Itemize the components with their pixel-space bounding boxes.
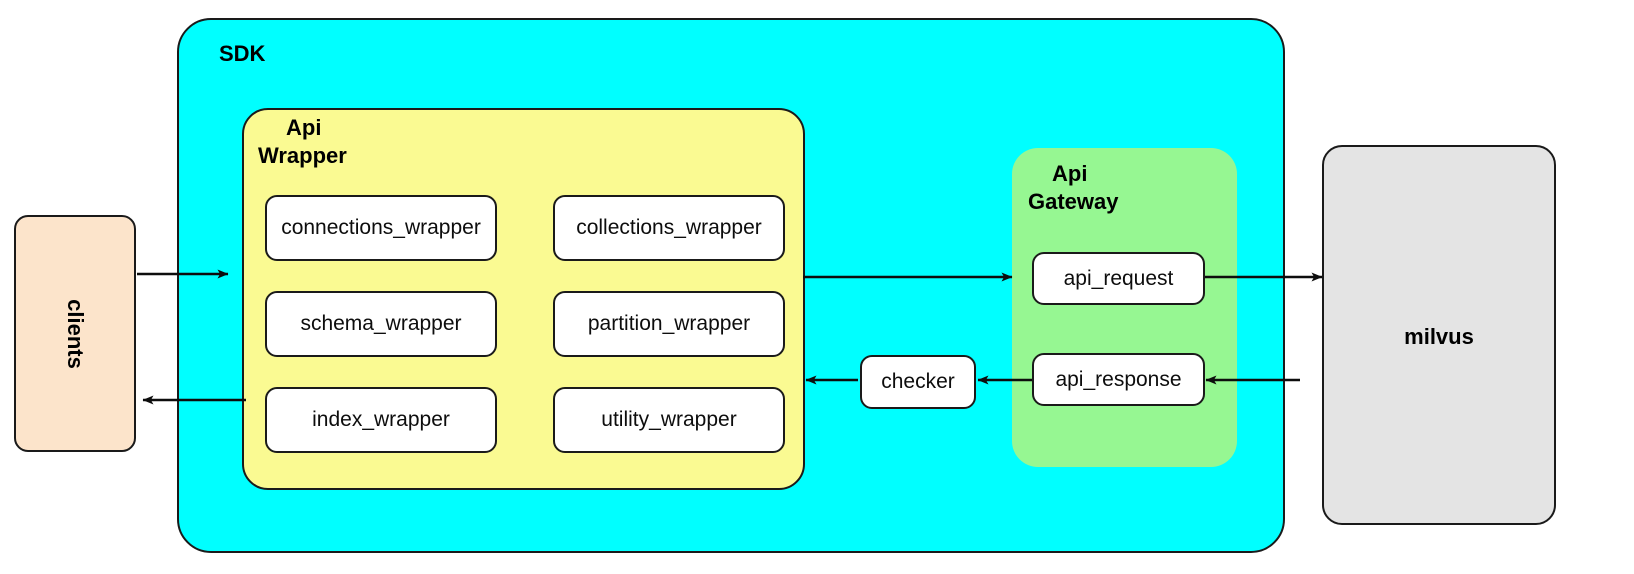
node-connections-wrapper[interactable]: connections_wrapper bbox=[265, 195, 497, 261]
node-milvus[interactable] bbox=[1322, 145, 1556, 525]
node-index-wrapper[interactable]: index_wrapper bbox=[265, 387, 497, 453]
clients-text: clients bbox=[62, 298, 88, 369]
node-collections-wrapper[interactable]: collections_wrapper bbox=[553, 195, 785, 261]
group-api-gateway-label: Api Gateway bbox=[1028, 161, 1119, 214]
node-utility-wrapper[interactable]: utility_wrapper bbox=[553, 387, 785, 453]
node-api-response[interactable]: api_response bbox=[1032, 353, 1205, 406]
node-milvus-label: milvus bbox=[1404, 324, 1474, 349]
node-api-request[interactable]: api_request bbox=[1032, 252, 1205, 305]
node-partition-wrapper[interactable]: partition_wrapper bbox=[553, 291, 785, 357]
node-checker[interactable]: checker bbox=[860, 355, 976, 409]
node-schema-wrapper[interactable]: schema_wrapper bbox=[265, 291, 497, 357]
group-sdk-label: SDK bbox=[219, 41, 266, 66]
group-api-wrapper-label: Api Wrapper bbox=[258, 115, 347, 168]
node-clients-label: clients bbox=[14, 215, 136, 452]
node-clients[interactable] bbox=[14, 215, 136, 452]
group-api-gateway[interactable] bbox=[1012, 148, 1237, 467]
